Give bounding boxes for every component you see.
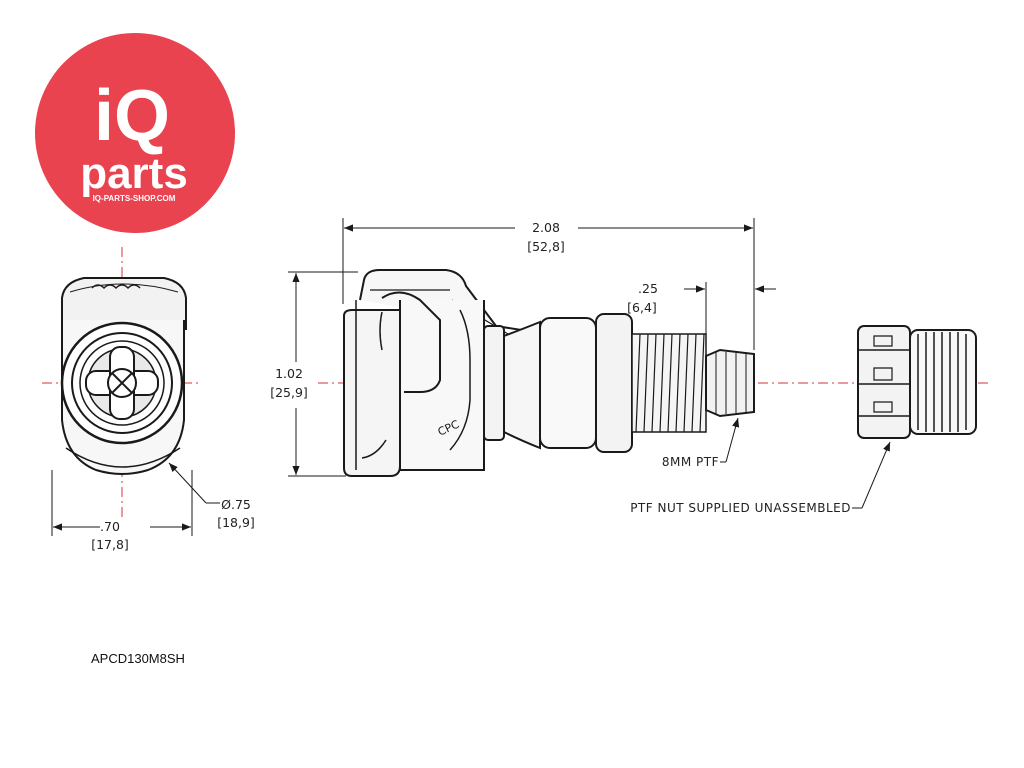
tail-length-inches: .25 bbox=[638, 281, 658, 296]
logo-brand-sub: parts bbox=[80, 149, 188, 198]
height-inches: 1.02 bbox=[275, 366, 303, 381]
height-mm: [25,9] bbox=[270, 385, 308, 400]
front-width-inches: .70 bbox=[100, 519, 120, 534]
nut-callout: PTF NUT SUPPLIED UNASSEMBLED bbox=[630, 501, 851, 515]
front-view bbox=[60, 277, 187, 475]
front-view-dimensions bbox=[51, 462, 220, 536]
side-view-tail bbox=[705, 348, 755, 418]
logo-circle bbox=[35, 33, 235, 233]
front-width-mm: [17,8] bbox=[91, 537, 129, 552]
tail-length-mm: [6,4] bbox=[627, 300, 657, 315]
ptf-nut bbox=[857, 325, 977, 439]
side-view-thread bbox=[631, 333, 707, 433]
front-diameter-mm: [18,9] bbox=[217, 515, 255, 530]
overall-length-inches: 2.08 bbox=[532, 220, 560, 235]
overall-length-mm: [52,8] bbox=[527, 239, 565, 254]
side-view-dimensions bbox=[288, 218, 891, 509]
iq-parts-logo: iQ parts IQ-PARTS-SHOP.COM bbox=[35, 33, 235, 233]
logo-brand-main: iQ bbox=[94, 76, 170, 156]
side-view-body bbox=[343, 309, 401, 477]
side-view-collar bbox=[539, 317, 597, 449]
side-view-shoulder bbox=[483, 325, 505, 441]
nut-hex bbox=[857, 325, 911, 439]
thread-callout: 8MM PTF bbox=[662, 455, 719, 469]
front-diameter-inches: Ø.75 bbox=[221, 497, 251, 512]
side-view: CPC bbox=[343, 269, 755, 477]
part-number: APCD130M8SH bbox=[91, 651, 185, 666]
logo-website: IQ-PARTS-SHOP.COM bbox=[93, 194, 176, 203]
front-view-top-cap bbox=[61, 277, 187, 330]
